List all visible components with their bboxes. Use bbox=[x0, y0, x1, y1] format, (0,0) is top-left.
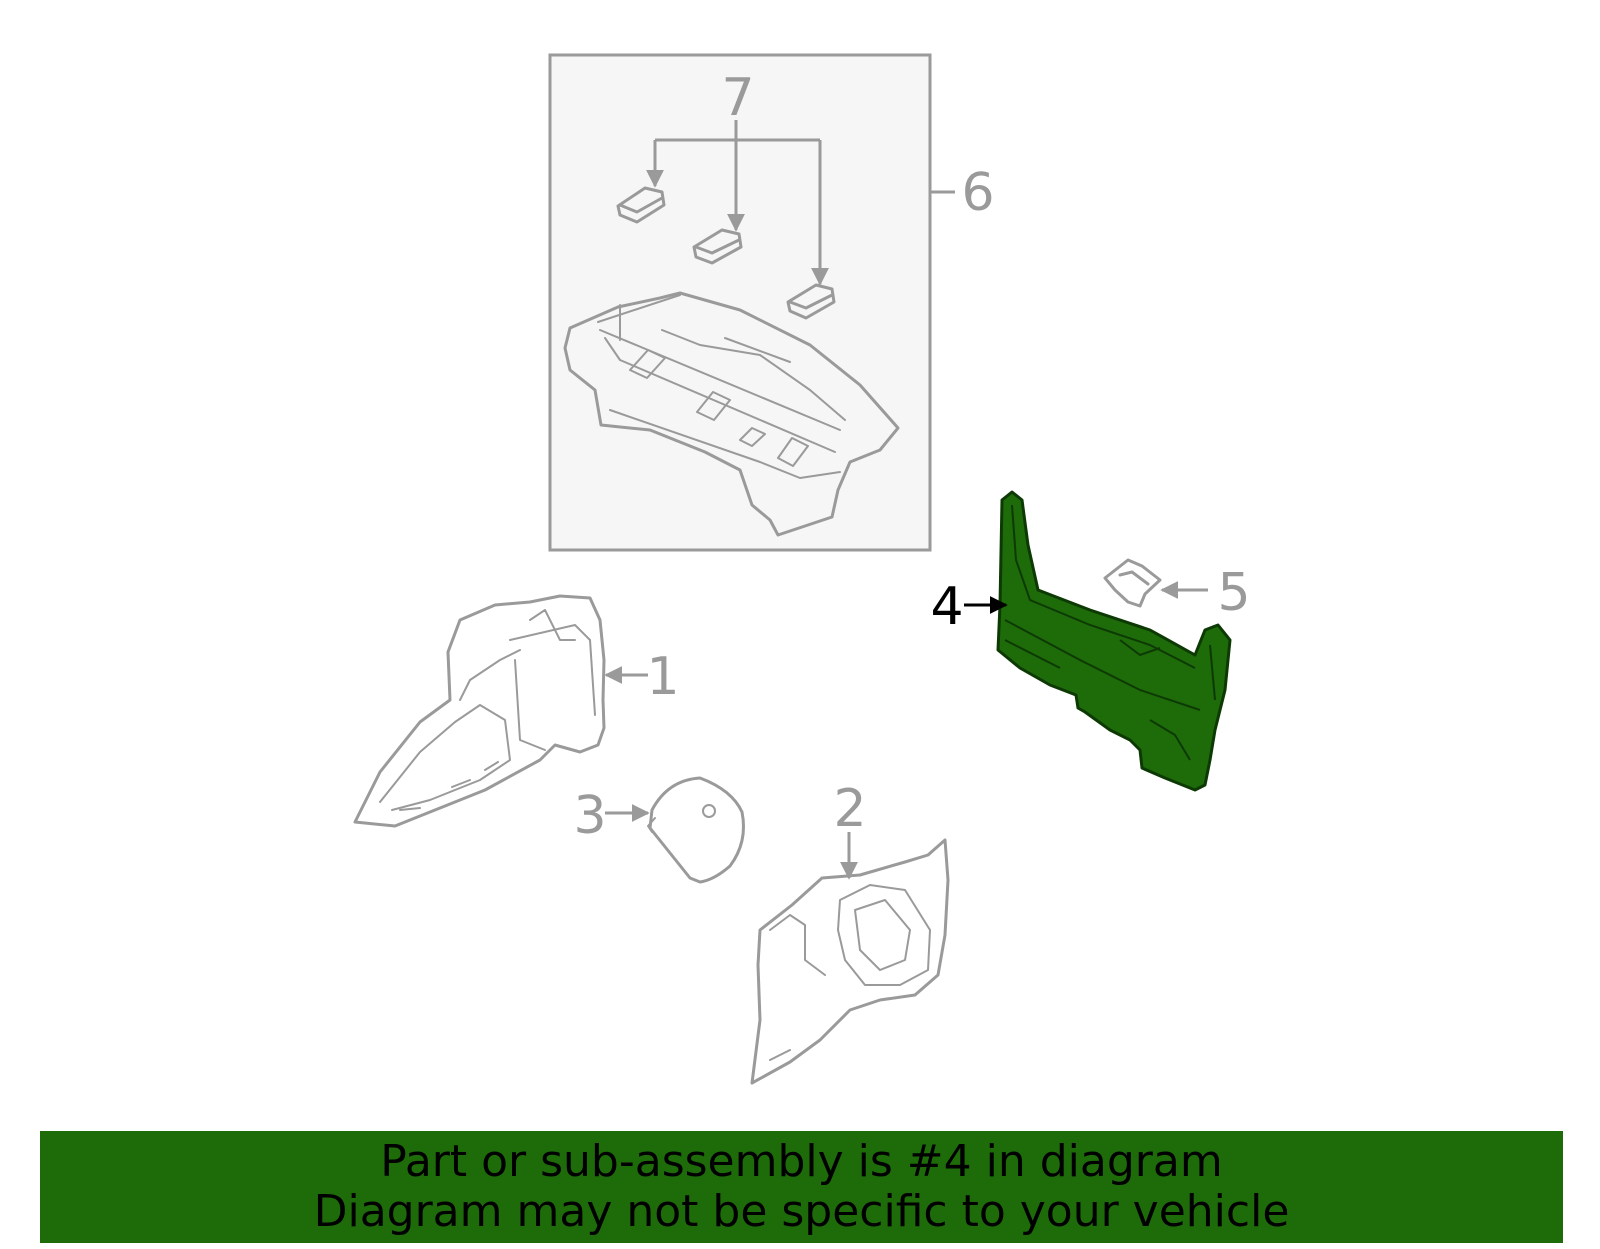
info-banner: Part or sub-assembly is #4 in diagram Di… bbox=[40, 1131, 1563, 1243]
callout-4: 4 bbox=[930, 577, 963, 637]
banner-line-2: Diagram may not be specific to your vehi… bbox=[313, 1186, 1290, 1237]
part-4-rear-panel-highlighted bbox=[996, 490, 1232, 792]
inset-box-part-6 bbox=[548, 53, 932, 552]
callout-6: 6 bbox=[961, 163, 994, 223]
part-7-clips bbox=[616, 120, 836, 320]
part-6-package-tray bbox=[563, 291, 900, 537]
part-1-side-trim bbox=[353, 594, 606, 828]
callout-7: 7 bbox=[721, 68, 754, 128]
part-3-cover bbox=[647, 776, 745, 884]
callout-2: 2 bbox=[833, 779, 866, 839]
callout-5: 5 bbox=[1217, 563, 1250, 623]
part-5-bracket bbox=[1103, 558, 1162, 608]
callout-3: 3 bbox=[573, 786, 606, 846]
part-2-side-trim bbox=[750, 838, 950, 1085]
callout-1: 1 bbox=[646, 647, 679, 707]
banner-line-1: Part or sub-assembly is #4 in diagram bbox=[380, 1136, 1223, 1187]
